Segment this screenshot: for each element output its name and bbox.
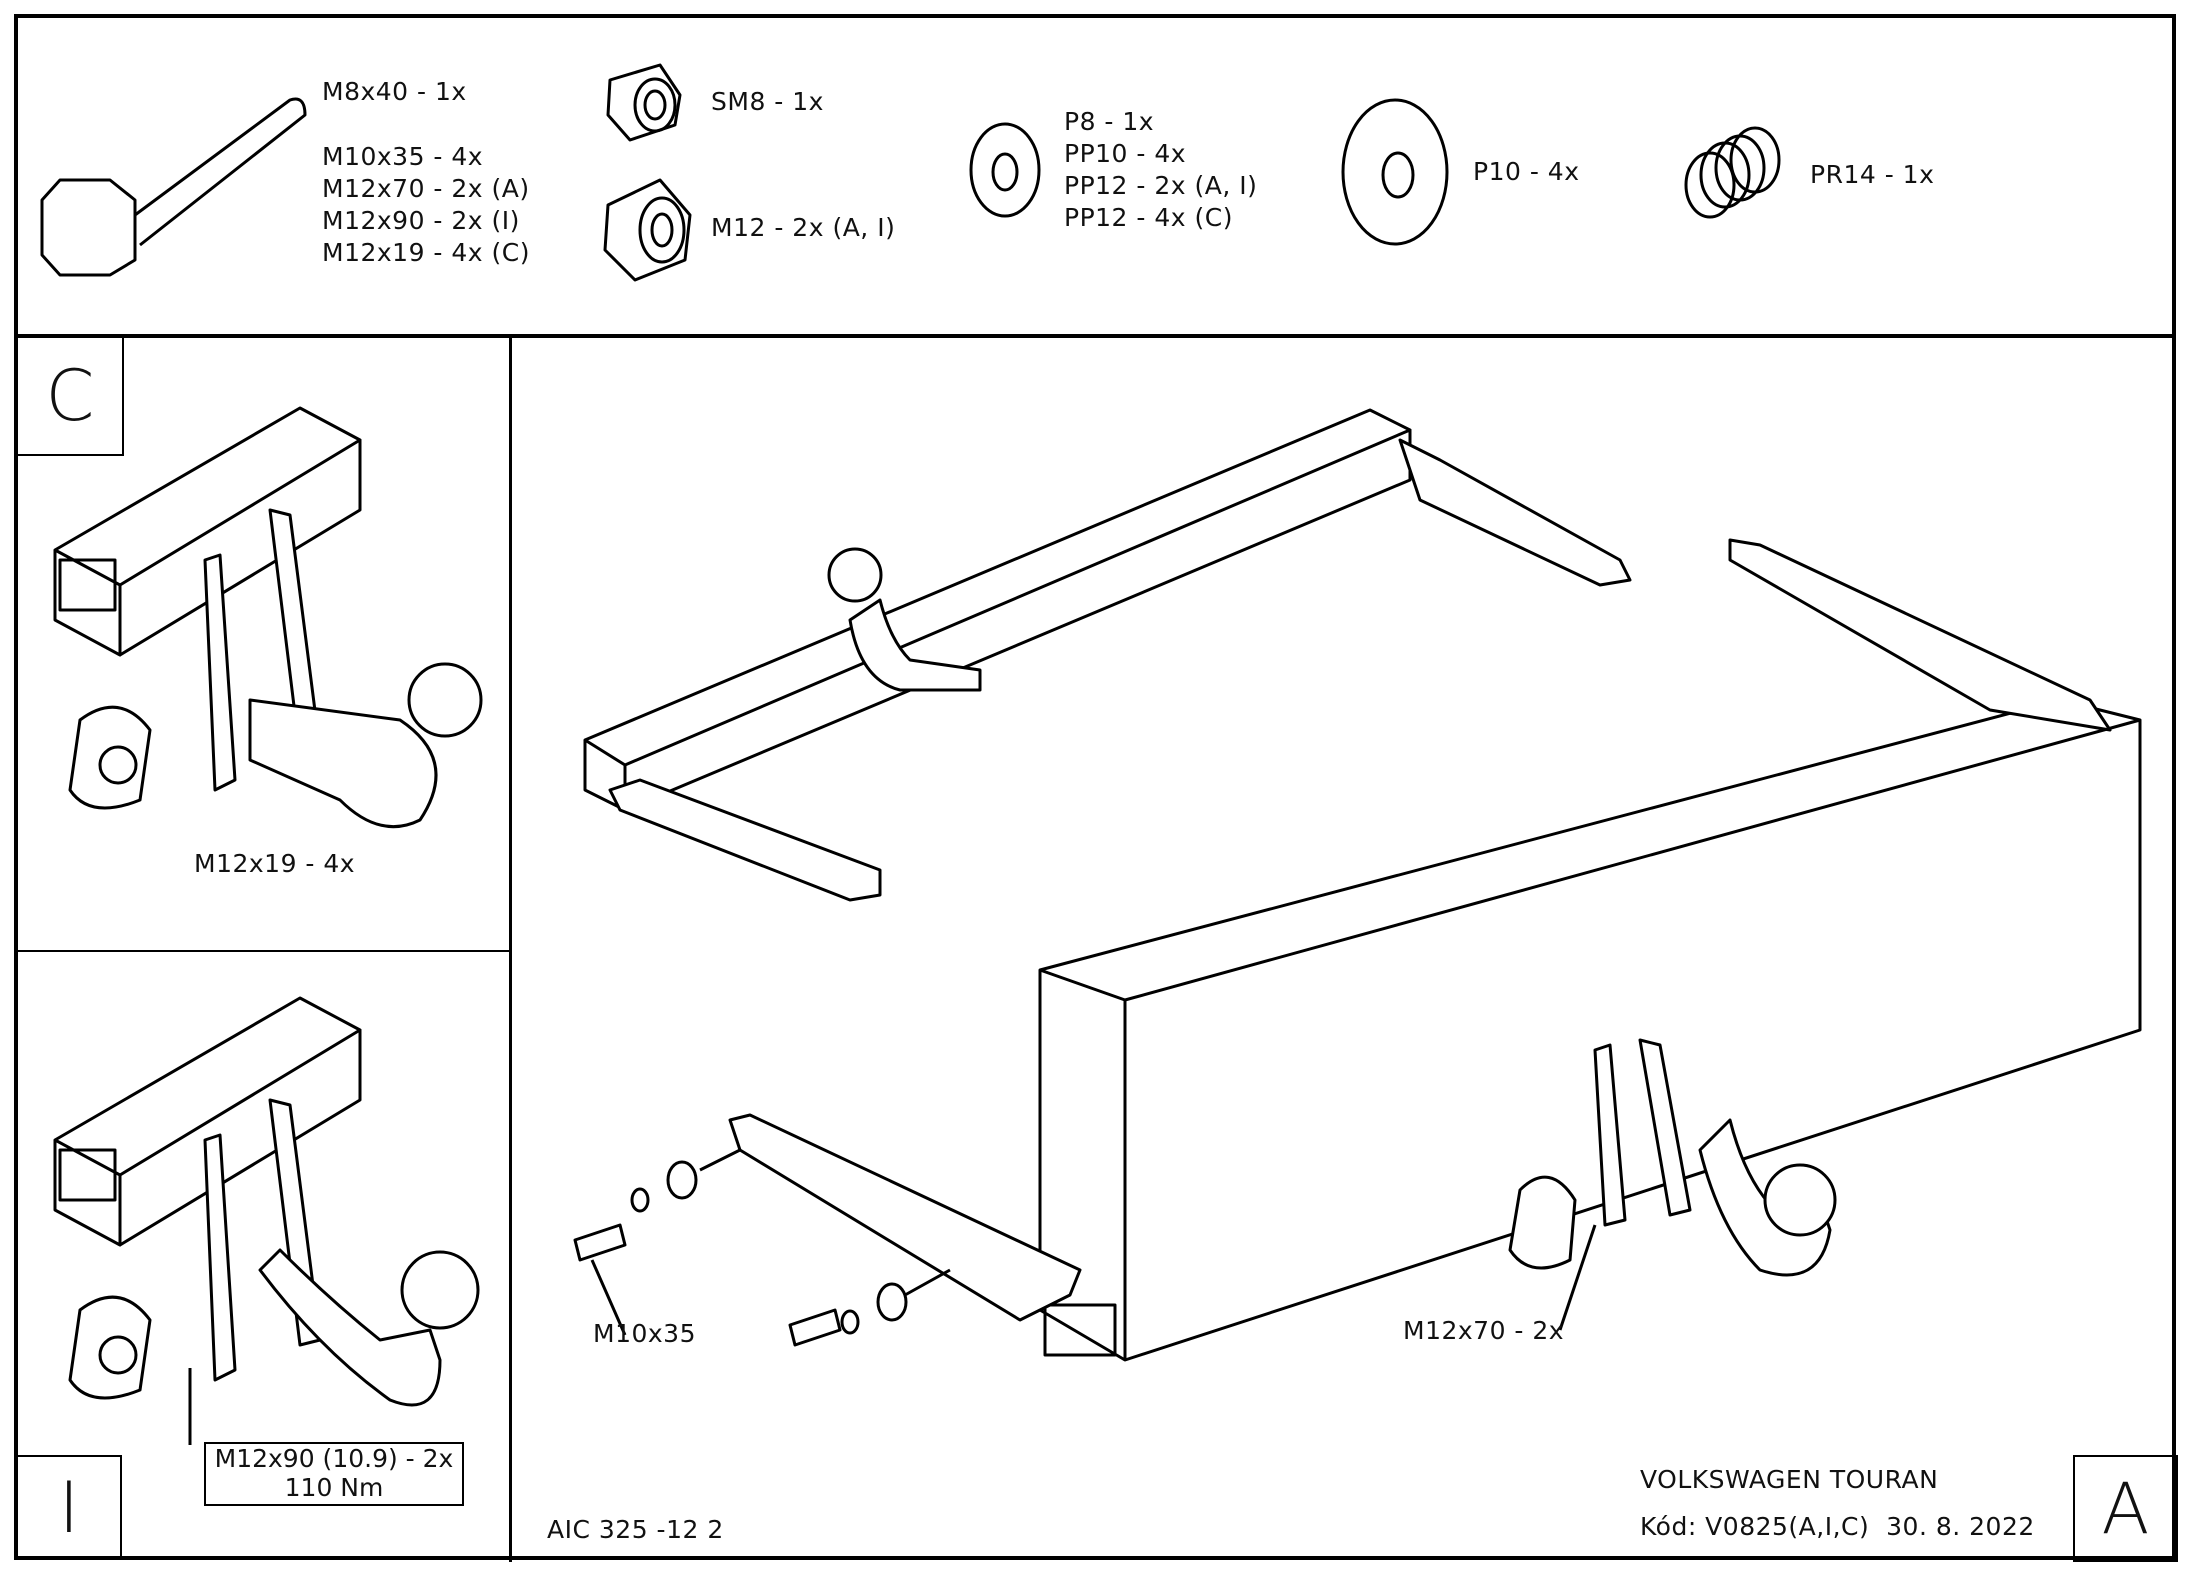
variant-a-drawing: [573, 408, 2142, 1362]
bolt-label-m12x19: M12x19 - 4x (C): [322, 238, 531, 267]
nut-icon: [603, 178, 692, 282]
bolt-label-m8x40: M8x40 - 1x: [322, 77, 467, 106]
spring-icon: [1684, 126, 1781, 219]
bolt-label-m12x90: M12x90 - 2x (I): [322, 206, 520, 235]
variant-a-main-callout: M12x70 - 2x: [1403, 1316, 1565, 1345]
variant-i-drawing: [53, 996, 480, 1445]
variant-i-torque: 110 Nm: [284, 1473, 384, 1502]
variant-c-drawing: [53, 406, 483, 829]
code-and-date: Kód: V0825(A,I,C) 30. 8. 2022: [1640, 1512, 2035, 1541]
large-washer-label: P10 - 4x: [1473, 157, 1580, 186]
bolt-label-m10x35: M10x35 - 4x: [322, 142, 484, 171]
variant-a-letter: A: [2073, 1455, 2178, 1562]
parts-divider: [14, 334, 2176, 338]
variant-divider: [14, 950, 511, 952]
bolt-label-m12x70: M12x70 - 2x (A): [322, 174, 530, 203]
variant-i-bolt-spec: M12x90 (10.9) - 2x: [214, 1444, 454, 1473]
washer-label-pp12-c: PP12 - 4x (C): [1064, 203, 1233, 232]
drawing-frame: [14, 14, 2176, 1560]
washer-icon: [969, 122, 1041, 218]
variant-c-letter: C: [16, 336, 124, 456]
variant-i-letter: I: [16, 1455, 122, 1560]
nut-label: M12 - 2x (A, I): [711, 213, 896, 242]
variant-c-callout: M12x19 - 4x: [194, 849, 356, 878]
drawing-number: AIC 325 -12 2: [547, 1515, 724, 1544]
spring-label: PR14 - 1x: [1810, 160, 1935, 189]
variant-a-bolt-callout: M10x35: [593, 1319, 696, 1348]
lock-nut-icon: [606, 63, 682, 142]
vehicle-name: VOLKSWAGEN TOURAN: [1640, 1465, 1939, 1494]
large-washer-icon: [1341, 98, 1449, 246]
column-divider: [509, 336, 512, 1562]
variant-i-callout: M12x90 (10.9) - 2x 110 Nm: [204, 1442, 464, 1506]
lock-nut-label: SM8 - 1x: [711, 87, 824, 116]
washer-label-pp12-ai: PP12 - 2x (A, I): [1064, 171, 1258, 200]
bolt-icon: [40, 97, 307, 277]
washer-label-pp10: PP10 - 4x: [1064, 139, 1187, 168]
washer-label-p8: P8 - 1x: [1064, 107, 1155, 136]
